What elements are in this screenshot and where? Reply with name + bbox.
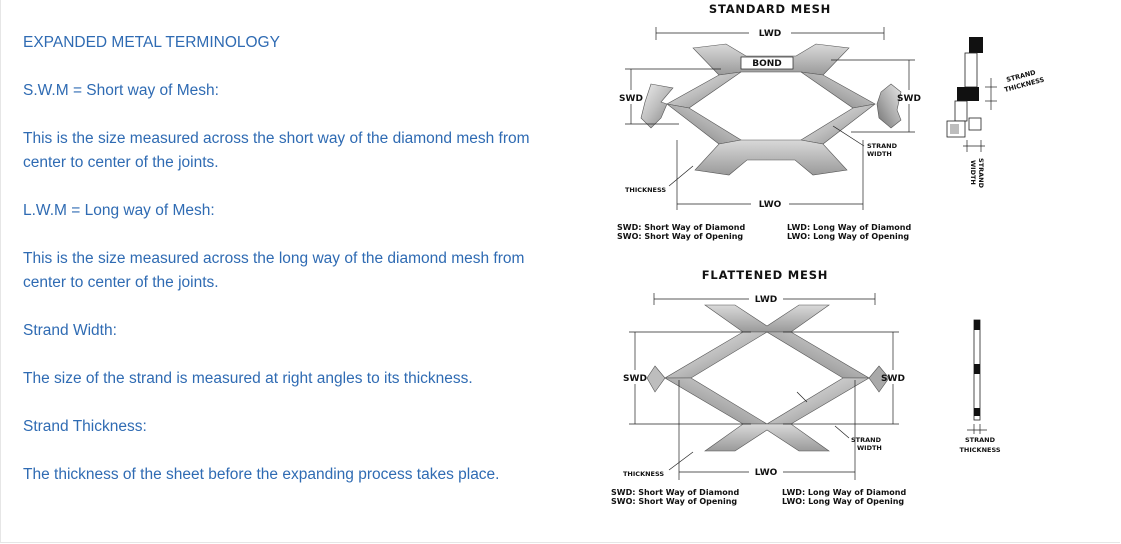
standard-thickness-label: THICKNESS bbox=[625, 186, 666, 194]
flattened-thickness-label: THICKNESS bbox=[623, 470, 664, 478]
flattened-swd-left-label: SWD bbox=[623, 374, 647, 384]
strand-thickness-description: The thickness of the sheet before the ex… bbox=[23, 466, 500, 483]
side-strand-width-line1: STRAND bbox=[977, 158, 985, 189]
standard-lwo-label: LWO bbox=[759, 200, 782, 210]
standard-bond-label: BOND bbox=[752, 59, 782, 69]
standard-legend-swo: SWO: Short Way of Opening bbox=[617, 232, 743, 241]
flattened-legend-lwd: LWD: Long Way of Diamond bbox=[782, 488, 906, 497]
flattened-legend-swo: SWO: Short Way of Opening bbox=[611, 497, 737, 506]
section-heading: EXPANDED METAL TERMINOLOGY bbox=[23, 34, 280, 51]
swm-description: This is the size measured across the sho… bbox=[23, 130, 530, 171]
flattened-mesh-figure: FLATTENED MESH LWD bbox=[611, 268, 906, 506]
strand-width-term: Strand Width: bbox=[23, 322, 117, 339]
standard-strand-width-line1: STRAND bbox=[867, 142, 898, 150]
mesh-diagram: STANDARD MESH LWD bbox=[601, 0, 1081, 542]
flattened-side-profile: STRAND THICKNESS bbox=[959, 319, 1001, 454]
standard-mesh-title: STANDARD MESH bbox=[709, 2, 831, 16]
standard-swd-right-label: SWD bbox=[897, 94, 921, 104]
side-strand-width-line2: WIDTH bbox=[969, 160, 977, 185]
flattened-lwo-label: LWO bbox=[755, 468, 778, 478]
strand-width-description: The size of the strand is measured at ri… bbox=[23, 370, 473, 387]
lwm-term: L.W.M = Long way of Mesh: bbox=[23, 202, 215, 219]
flattened-legend-swd: SWD: Short Way of Diamond bbox=[611, 488, 739, 497]
standard-mesh-shape bbox=[640, 43, 902, 176]
flattened-lwd-label: LWD bbox=[755, 295, 777, 305]
standard-lwd-label: LWD bbox=[759, 29, 781, 39]
standard-mesh-figure: STANDARD MESH LWD bbox=[617, 2, 921, 241]
standard-legend-lwo: LWO: Long Way of Opening bbox=[787, 232, 909, 241]
strand-thickness-term: Strand Thickness: bbox=[23, 418, 147, 435]
flattened-swd-right-label: SWD bbox=[881, 374, 905, 384]
standard-strand-width-line2: WIDTH bbox=[867, 150, 892, 158]
standard-legend-swd: SWD: Short Way of Diamond bbox=[617, 223, 745, 232]
flattened-side-thickness-line1: STRAND bbox=[965, 436, 996, 444]
flattened-strand-width-line1: STRAND bbox=[851, 436, 882, 444]
flattened-mesh-shape bbox=[646, 304, 890, 452]
flattened-side-thickness-line2: THICKNESS bbox=[959, 446, 1000, 454]
flattened-mesh-title: FLATTENED MESH bbox=[702, 268, 828, 282]
lwm-description: This is the size measured across the lon… bbox=[23, 250, 525, 291]
standard-swd-left-label: SWD bbox=[619, 94, 643, 104]
mesh-diagram-svg: STANDARD MESH LWD bbox=[611, 2, 1045, 506]
flattened-strand-width-line2: WIDTH bbox=[857, 444, 882, 452]
flattened-legend-lwo: LWO: Long Way of Opening bbox=[782, 497, 904, 506]
standard-side-profile: STRAND THICKNESS STRAND WIDTH bbox=[946, 37, 1045, 189]
swm-term: S.W.M = Short way of Mesh: bbox=[23, 82, 219, 99]
standard-legend-lwd: LWD: Long Way of Diamond bbox=[787, 223, 911, 232]
